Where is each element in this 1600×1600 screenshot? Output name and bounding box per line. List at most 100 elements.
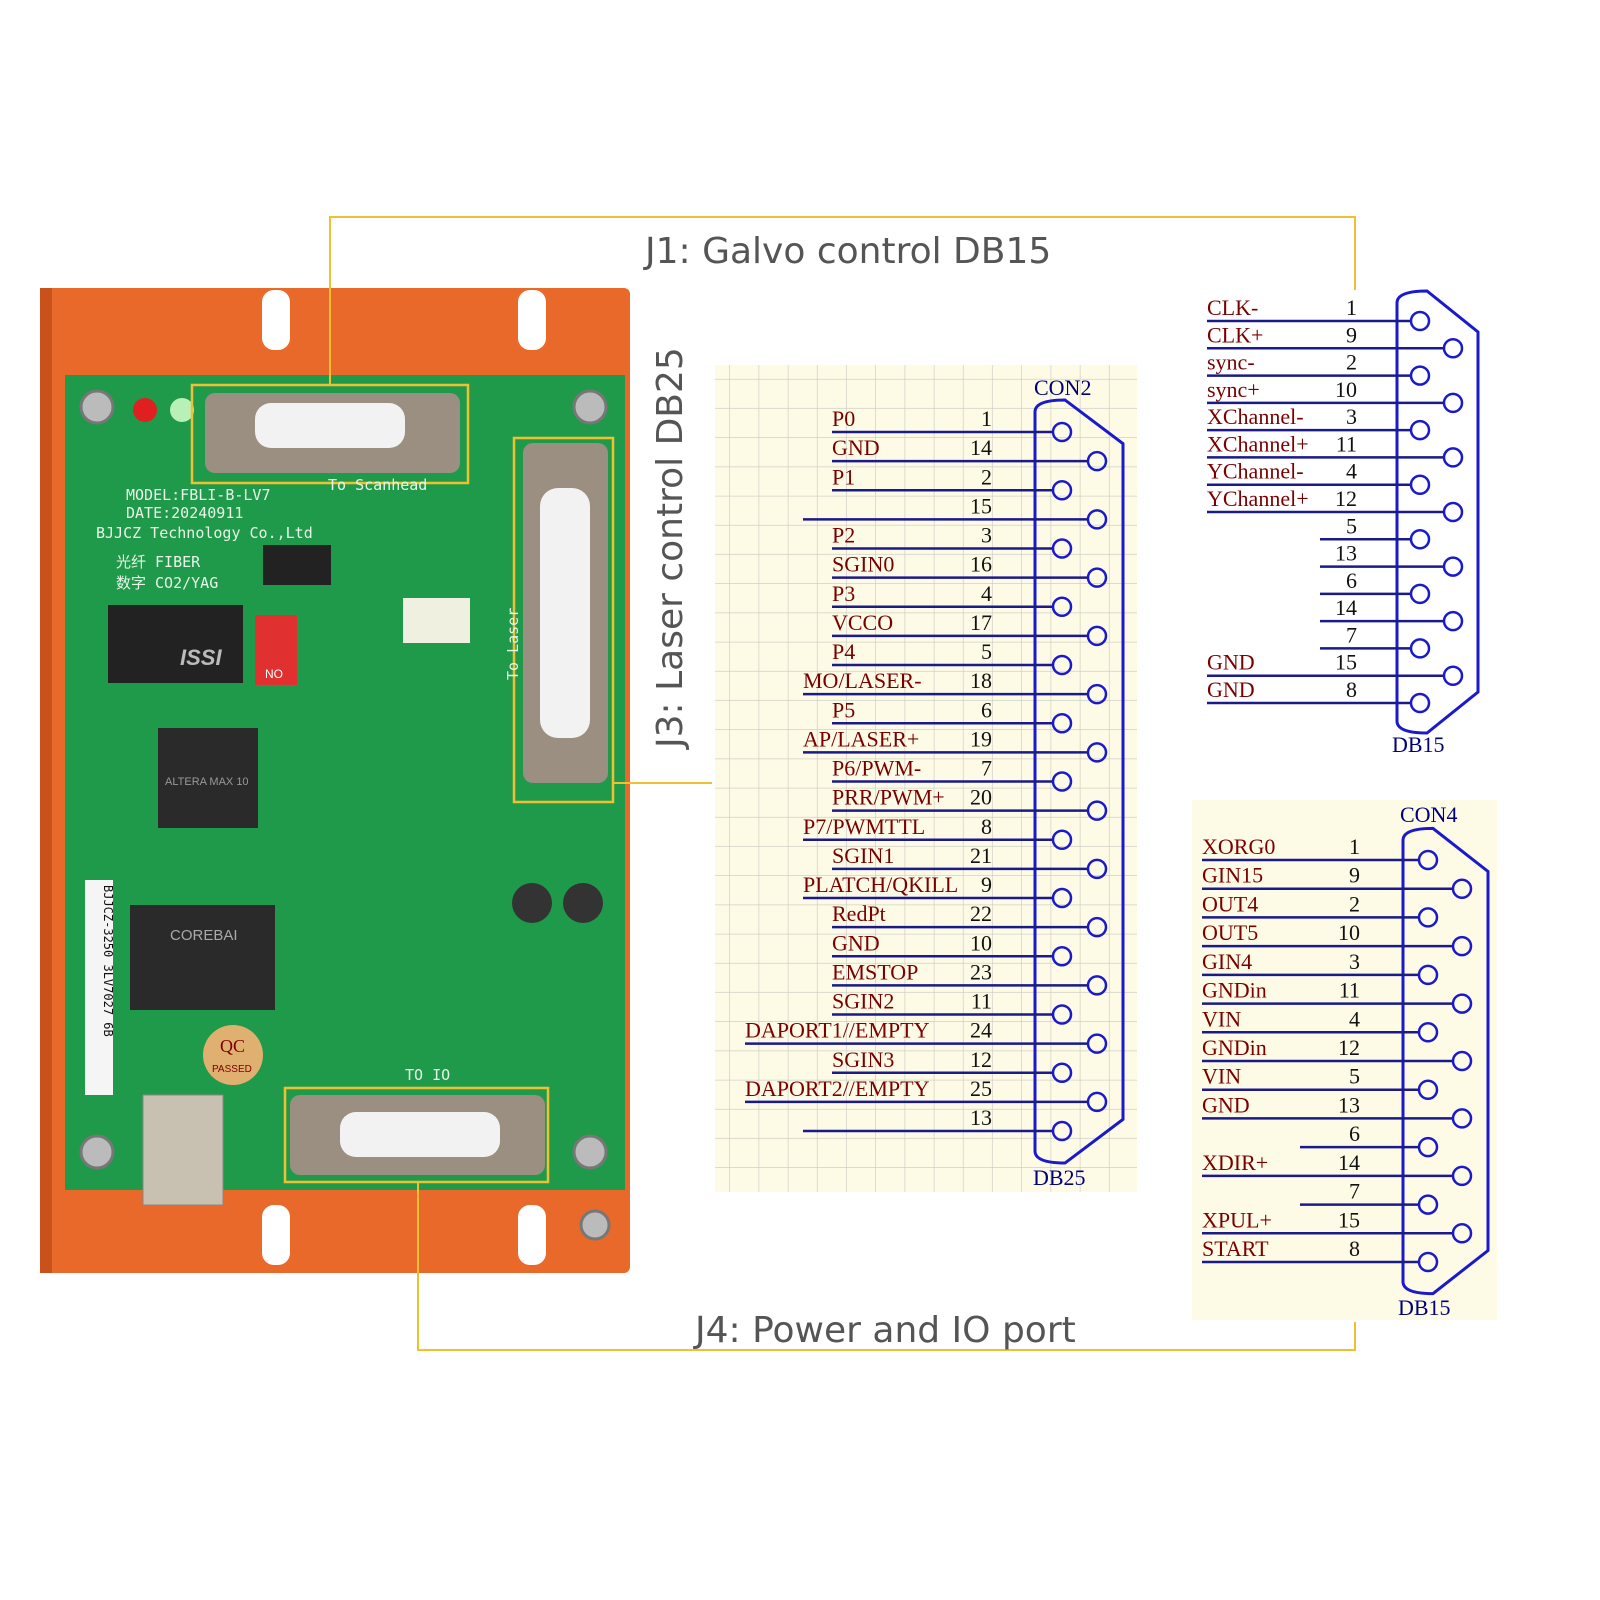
j1-socket [255,403,405,448]
pin-label: VIN [1202,1064,1241,1089]
pin-contact-icon [1051,1062,1073,1083]
pin-label: XChannel+ [1207,431,1309,456]
pin-contact-icon [1409,638,1431,659]
pin-number: 22 [970,901,992,926]
pin-number: 12 [1335,486,1357,511]
pin-contact-icon [1442,338,1464,359]
pin-contact-icon [1086,625,1108,647]
pin-contact-icon [1051,480,1073,501]
pin-contact-icon [1051,946,1073,967]
pin-number: 6 [1346,568,1357,593]
qc-text: QC [220,1036,245,1056]
pin-label: PLATCH/QKILL [803,872,958,897]
pin-number: 11 [971,989,992,1014]
pin-label: OUT4 [1202,891,1258,916]
chip-issi-text: ISSI [180,645,222,670]
pin-contact-icon [1409,529,1431,550]
pin-label: P3 [832,581,855,606]
qc-sticker [203,1025,263,1085]
pin-number: 11 [1336,431,1357,456]
pin-label: DAPORT2//EMPTY [745,1076,930,1101]
pin-label: sync- [1207,350,1255,375]
pin-label: P7/PWMTTL [803,814,925,839]
capacitor [512,883,552,923]
chip-altera-text: ALTERA MAX 10 [165,776,249,788]
pin-number: 13 [970,1105,992,1130]
pin-label: P6/PWM- [832,756,921,781]
pin-number: 18 [970,668,992,693]
pin-number: 15 [1338,1207,1360,1232]
relay [403,598,470,643]
pin-number: 8 [1349,1236,1360,1261]
controller-board-photo: MODEL:FBLI-B-LV7 DATE:20240911 BJJCZ Tec… [40,288,630,1273]
pin-number: 23 [970,959,992,984]
pin-number: 7 [981,756,992,781]
pin-number: 8 [981,814,992,839]
pin-contact-icon [1451,1050,1473,1072]
caption-j4: J4: Power and IO port [693,1310,1076,1351]
j3-socket [540,488,590,738]
mount-slot [262,1205,290,1265]
pin-contact-icon [1051,421,1073,443]
pin-label: VCCO [832,610,893,635]
pin-contact-icon [1051,1004,1073,1025]
pin-label: DAPORT1//EMPTY [745,1018,930,1043]
pin-contact-icon [1417,1079,1439,1100]
pin-contact-icon [1086,450,1108,472]
pin-number: 7 [1349,1179,1360,1204]
connector-shell [1401,826,1490,1296]
pin-label: GND [1202,1092,1250,1117]
j4-callout-line [417,1182,1356,1351]
pin-contact-icon [1086,916,1108,938]
pin-number: 14 [1338,1150,1360,1175]
schematic-grid [715,365,1137,1192]
caption-j1: J1: Galvo control DB15 [643,231,1051,272]
pin-contact-icon [1442,610,1464,632]
pin-number: 1 [981,406,992,431]
chip-altera [158,728,258,828]
pin-contact-icon [1051,1120,1073,1142]
pin-label: OUT5 [1202,920,1258,945]
to-io-text: TO IO [405,1066,450,1084]
pin-contact-icon [1451,935,1473,957]
db25-title: CON2 [1034,375,1091,400]
screw-icon [572,1134,608,1170]
pin-contact-icon [1451,878,1473,899]
pin-contact-icon [1409,365,1431,386]
pin-label: SGIN2 [832,989,894,1014]
pin-label: XDIR+ [1202,1150,1268,1175]
pin-contact-icon [1442,501,1464,523]
board-fiber-text: 光纤 FIBER [116,553,201,571]
pin-label: GIN4 [1202,949,1252,974]
passed-text: PASSED [212,1064,252,1075]
pin-number: 19 [970,726,992,751]
pin-label: P2 [832,523,855,548]
pin-number: 6 [1349,1121,1360,1146]
db15-galvo-footer: DB15 [1392,732,1445,757]
pin-number: 9 [1346,322,1357,347]
board-date-text: DATE:20240911 [126,504,243,522]
pin-contact-icon [1417,1022,1439,1043]
pin-contact-icon [1051,887,1073,909]
pin-contact-icon [1409,419,1431,441]
pin-contact-icon [1451,1223,1473,1244]
pin-contact-icon [1051,538,1073,559]
pin-number: 1 [1349,834,1360,859]
mount-slot [262,290,290,350]
pin-number: 2 [1346,350,1357,375]
pin-number: 14 [1335,595,1357,620]
j4-highlight [283,1086,550,1184]
pin-number: 24 [970,1018,992,1043]
pin-label: SGIN3 [832,1047,894,1072]
pin-number: 15 [970,493,992,518]
switch-no-text: NO [265,667,283,681]
screw-icon [79,389,115,425]
pin-contact-icon [1086,975,1108,996]
pin-contact-icon [1086,858,1108,880]
pin-contact-icon [1051,771,1073,792]
chip-issi [108,605,243,683]
j1-callout-line [329,216,1356,385]
led-green [170,398,194,422]
